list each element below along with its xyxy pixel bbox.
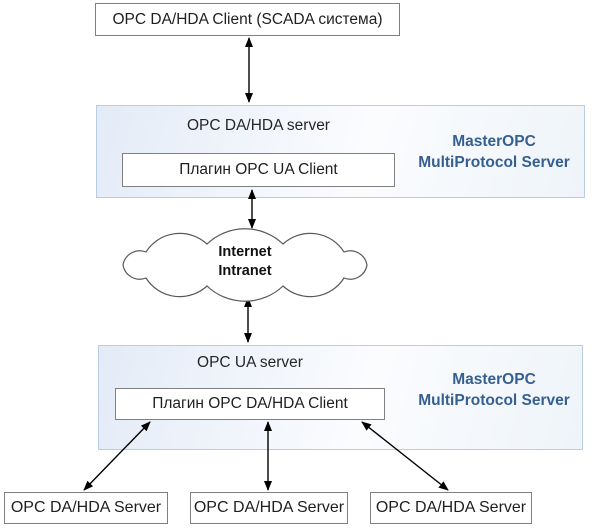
scada-client-box: OPC DA/HDA Client (SCADA система) xyxy=(95,3,400,36)
opc-server-right-label: OPC DA/HDA Server xyxy=(375,499,527,516)
opc-server-middle-label: OPC DA/HDA Server xyxy=(193,499,345,516)
brand-top-line2: MultiProtocol Server xyxy=(418,154,570,171)
panel-top-title: OPC DA/HDA server xyxy=(187,117,330,134)
brand-bottom-line2: MultiProtocol Server xyxy=(418,392,570,409)
opc-server-box-middle: OPC DA/HDA Server xyxy=(190,492,348,524)
brand-top-line1: MasterOPC xyxy=(452,133,536,150)
brand-bottom-line1: MasterOPC xyxy=(452,371,536,388)
cloud-line-intranet: Intranet xyxy=(218,263,272,279)
scada-client-label: OPC DA/HDA Client (SCADA система) xyxy=(112,10,383,28)
panel-bottom-title: OPC UA server xyxy=(197,354,303,371)
opc-server-box-left: OPC DA/HDA Server xyxy=(4,492,168,524)
plugin-opc-da-hda-client-label: Плагин OPC DA/HDA Client xyxy=(152,395,348,412)
internet-cloud-label: Internet Intranet xyxy=(114,243,376,281)
opc-server-box-right: OPC DA/HDA Server xyxy=(370,492,532,524)
opc-server-left-label: OPC DA/HDA Server xyxy=(10,499,162,516)
plugin-opc-ua-client-box: Плагин OPC UA Client xyxy=(122,153,395,187)
cloud-line-internet: Internet xyxy=(218,244,272,260)
plugin-opc-ua-client-label: Плагин OPC UA Client xyxy=(179,161,338,178)
plugin-opc-da-hda-client-box: Плагин OPC DA/HDA Client xyxy=(115,388,385,420)
masteropc-brand-top: MasterOPC MultiProtocol Server xyxy=(398,131,590,173)
masteropc-brand-bottom: MasterOPC MultiProtocol Server xyxy=(398,369,590,411)
